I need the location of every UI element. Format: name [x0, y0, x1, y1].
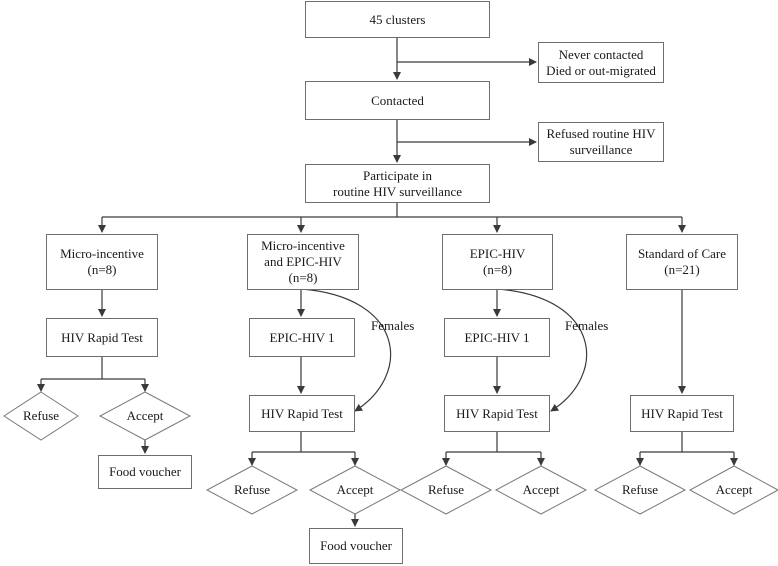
arm4-rapid-test-label: HIV Rapid Test: [641, 405, 723, 421]
arm3-title-line-1: EPIC-HIV: [469, 246, 526, 261]
arm2-refuse-label: Refuse: [233, 482, 271, 497]
arm3-females-label: Females: [565, 318, 609, 333]
arm4-accept-label: Accept: [715, 482, 753, 497]
arm2-rapid-test-label: HIV Rapid Test: [261, 405, 343, 421]
clusters-box: 45 clusters: [305, 1, 490, 38]
participate-line-2: routine HIV surveillance: [333, 183, 462, 199]
arrow-arm3-females-curve: [496, 288, 587, 412]
arm1-title-line-2: (n=8): [87, 262, 117, 277]
arm4-standard-of-care-box: Standard of Care (n=21): [626, 234, 738, 290]
participate-line-1: Participate in: [363, 167, 432, 183]
clusters-label: 45 clusters: [369, 11, 426, 27]
arm3-epic-label: EPIC-HIV 1: [464, 329, 530, 345]
contacted-label: Contacted: [371, 92, 424, 108]
arm2-refuse-diamond: [205, 465, 299, 515]
arrow-arm2-females-curve: [300, 288, 391, 412]
participate-box: Participate in routine HIV surveillance: [305, 164, 490, 203]
arm2-food-voucher-label: Food voucher: [320, 538, 392, 553]
arm4-title-line-1: Standard of Care: [637, 246, 727, 261]
arm3-accept-label: Accept: [522, 482, 560, 497]
arm2-accept-diamond: [308, 465, 402, 515]
arm4-refuse-diamond: [593, 465, 687, 515]
arm1-accept-diamond: [98, 391, 192, 441]
arm1-food-voucher-label: Food voucher: [109, 464, 181, 479]
arm4-rapid-test-box: HIV Rapid Test: [630, 395, 734, 432]
arm2-epic-hiv-box: EPIC-HIV 1: [249, 318, 355, 357]
arm2-accept-label: Accept: [336, 482, 374, 497]
refused-line-1: Refused routine HIV: [546, 126, 656, 141]
arm4-title-line-2: (n=21): [664, 262, 700, 277]
arm1-rapid-test-label: HIV Rapid Test: [61, 329, 143, 345]
arm1-title-line-1: Micro-incentive: [60, 246, 144, 261]
arm2-title-line-3: (n=8): [288, 270, 318, 285]
refused-line-2: surveillance: [569, 142, 633, 157]
arm2-rapid-test-box: HIV Rapid Test: [249, 395, 355, 432]
arm3-refuse-label: Refuse: [427, 482, 465, 497]
arm3-rapid-test-box: HIV Rapid Test: [444, 395, 550, 432]
arm3-rapid-test-label: HIV Rapid Test: [456, 405, 538, 421]
arm3-epic-hiv-title-box: EPIC-HIV (n=8): [442, 234, 553, 290]
arm4-accept-diamond: [688, 465, 778, 515]
arm2-food-voucher-box: Food voucher: [309, 528, 403, 564]
arm2-micro-incentive-epic-box: Micro-incentive and EPIC-HIV (n=8): [247, 234, 359, 290]
arm1-accept-label: Accept: [126, 408, 164, 423]
arm2-title-line-1: Micro-incentive: [261, 238, 345, 253]
arm1-refuse-label: Refuse: [22, 408, 60, 423]
arm2-epic-label: EPIC-HIV 1: [269, 329, 335, 345]
arm4-refuse-label: Refuse: [621, 482, 659, 497]
arm2-females-label: Females: [371, 318, 415, 333]
refused-surveillance-box: Refused routine HIV surveillance: [538, 122, 664, 162]
arm2-title-line-2: and EPIC-HIV: [264, 254, 342, 269]
never-contacted-box: Never contacted Died or out-migrated: [538, 42, 664, 83]
arm3-accept-diamond: [494, 465, 588, 515]
contacted-box: Contacted: [305, 81, 490, 120]
arm1-food-voucher-box: Food voucher: [98, 455, 192, 489]
arm3-title-line-2: (n=8): [483, 262, 512, 277]
arm1-micro-incentive-box: Micro-incentive (n=8): [46, 234, 158, 290]
arm3-epic-hiv-box: EPIC-HIV 1: [444, 318, 550, 357]
arm1-rapid-test-box: HIV Rapid Test: [46, 318, 158, 357]
arm3-refuse-diamond: [399, 465, 493, 515]
never-contacted-line-2: Died or out-migrated: [546, 62, 656, 78]
never-contacted-line-1: Never contacted: [558, 46, 644, 62]
arm1-refuse-diamond: [3, 391, 79, 441]
